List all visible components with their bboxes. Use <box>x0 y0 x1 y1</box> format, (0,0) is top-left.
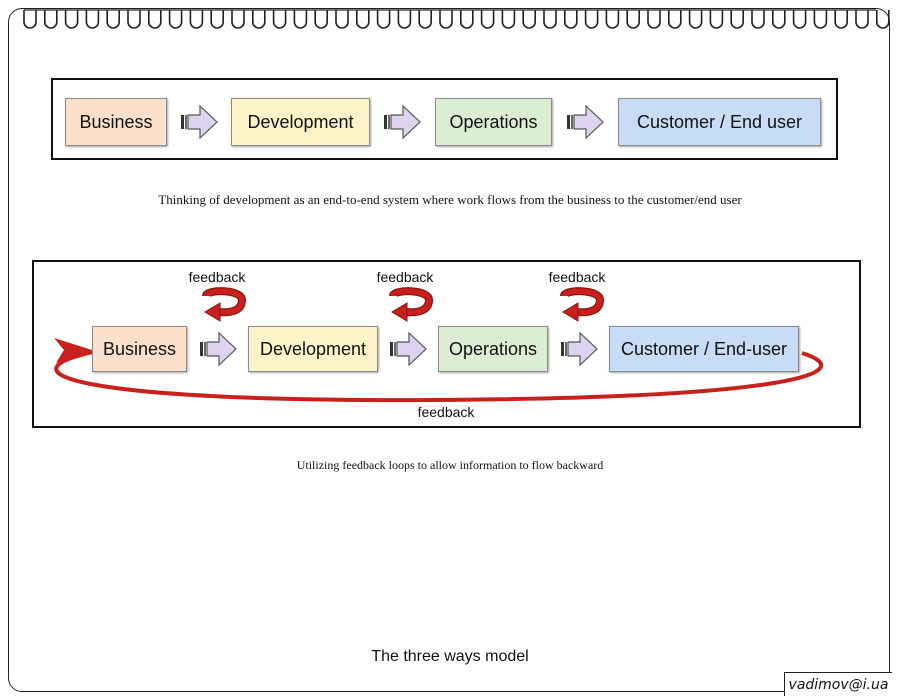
d1-operations-box: Operations <box>435 98 552 146</box>
diagram-2-caption: Utilizing feedback loops to allow inform… <box>296 458 604 472</box>
loop-feedback-label: feedback <box>417 404 475 420</box>
feedback-label-3: feedback <box>548 269 606 285</box>
d1-business-box: Business <box>65 98 167 146</box>
d2-development-box: Development <box>248 326 378 372</box>
d2-business-box: Business <box>92 326 187 372</box>
notebook-spiral-binding <box>23 9 890 29</box>
flow-arrow-icon <box>561 331 598 367</box>
feedback-label-1: feedback <box>188 269 246 285</box>
page-title: The three ways model <box>371 648 529 665</box>
flow-arrow-icon <box>384 104 421 140</box>
author-watermark: vadimov@i.ua <box>784 672 892 696</box>
flow-arrow-icon <box>390 331 427 367</box>
flow-arrow-icon <box>567 104 604 140</box>
big-feedback-loop-icon <box>54 338 824 403</box>
flow-arrow-icon <box>200 331 237 367</box>
d2-operations-box: Operations <box>438 326 548 372</box>
diagram-1-caption: Thinking of development as an end-to-end… <box>158 192 742 207</box>
feedback-loop-arrow-icon <box>202 287 247 322</box>
d1-customer-box: Customer / End user <box>618 98 821 146</box>
feedback-label-2: feedback <box>376 269 434 285</box>
feedback-loop-arrow-icon <box>560 287 605 322</box>
feedback-loop-arrow-icon <box>389 287 434 322</box>
flow-arrow-icon <box>181 104 218 140</box>
notebook-page <box>8 8 890 692</box>
d1-development-box: Development <box>231 98 370 146</box>
d2-customer-box: Customer / End-user <box>609 326 799 372</box>
